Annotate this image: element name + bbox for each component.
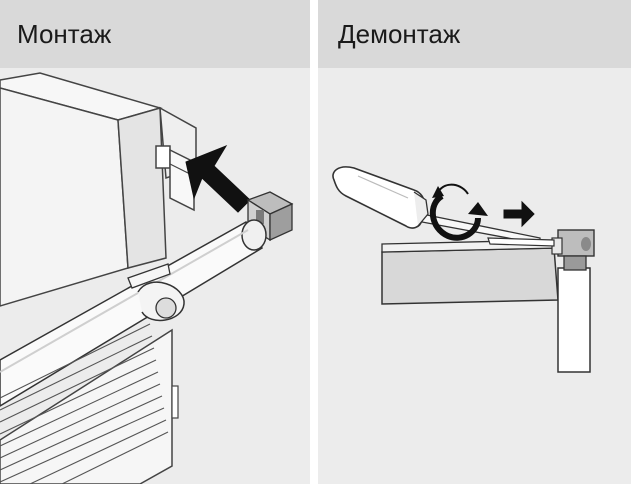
dismount-panel-header: Демонтаж (318, 0, 631, 68)
cabinet-side-panel (0, 87, 129, 307)
mount-panel-header: Монтаж (0, 0, 310, 68)
hanging-louver (0, 323, 179, 484)
mount-title: Монтаж (17, 19, 112, 49)
arrow-up-left-icon (185, 144, 251, 213)
dismount-title: Демонтаж (338, 19, 461, 49)
mount-panel: Монтаж (0, 0, 310, 484)
vertical-support (557, 267, 591, 373)
mount-illustration (0, 72, 294, 484)
rail-body (381, 239, 560, 305)
rail-clip (551, 229, 595, 271)
dismount-panel: Демонтаж (318, 0, 631, 484)
dismount-illustration (332, 166, 595, 373)
rod-hook (127, 263, 185, 322)
screwdriver-handle (332, 166, 429, 229)
arrow-right-icon (503, 200, 535, 228)
rotate-arrow-icon (430, 183, 488, 241)
cabinet-edge (117, 107, 167, 269)
rod-clip (246, 191, 294, 242)
